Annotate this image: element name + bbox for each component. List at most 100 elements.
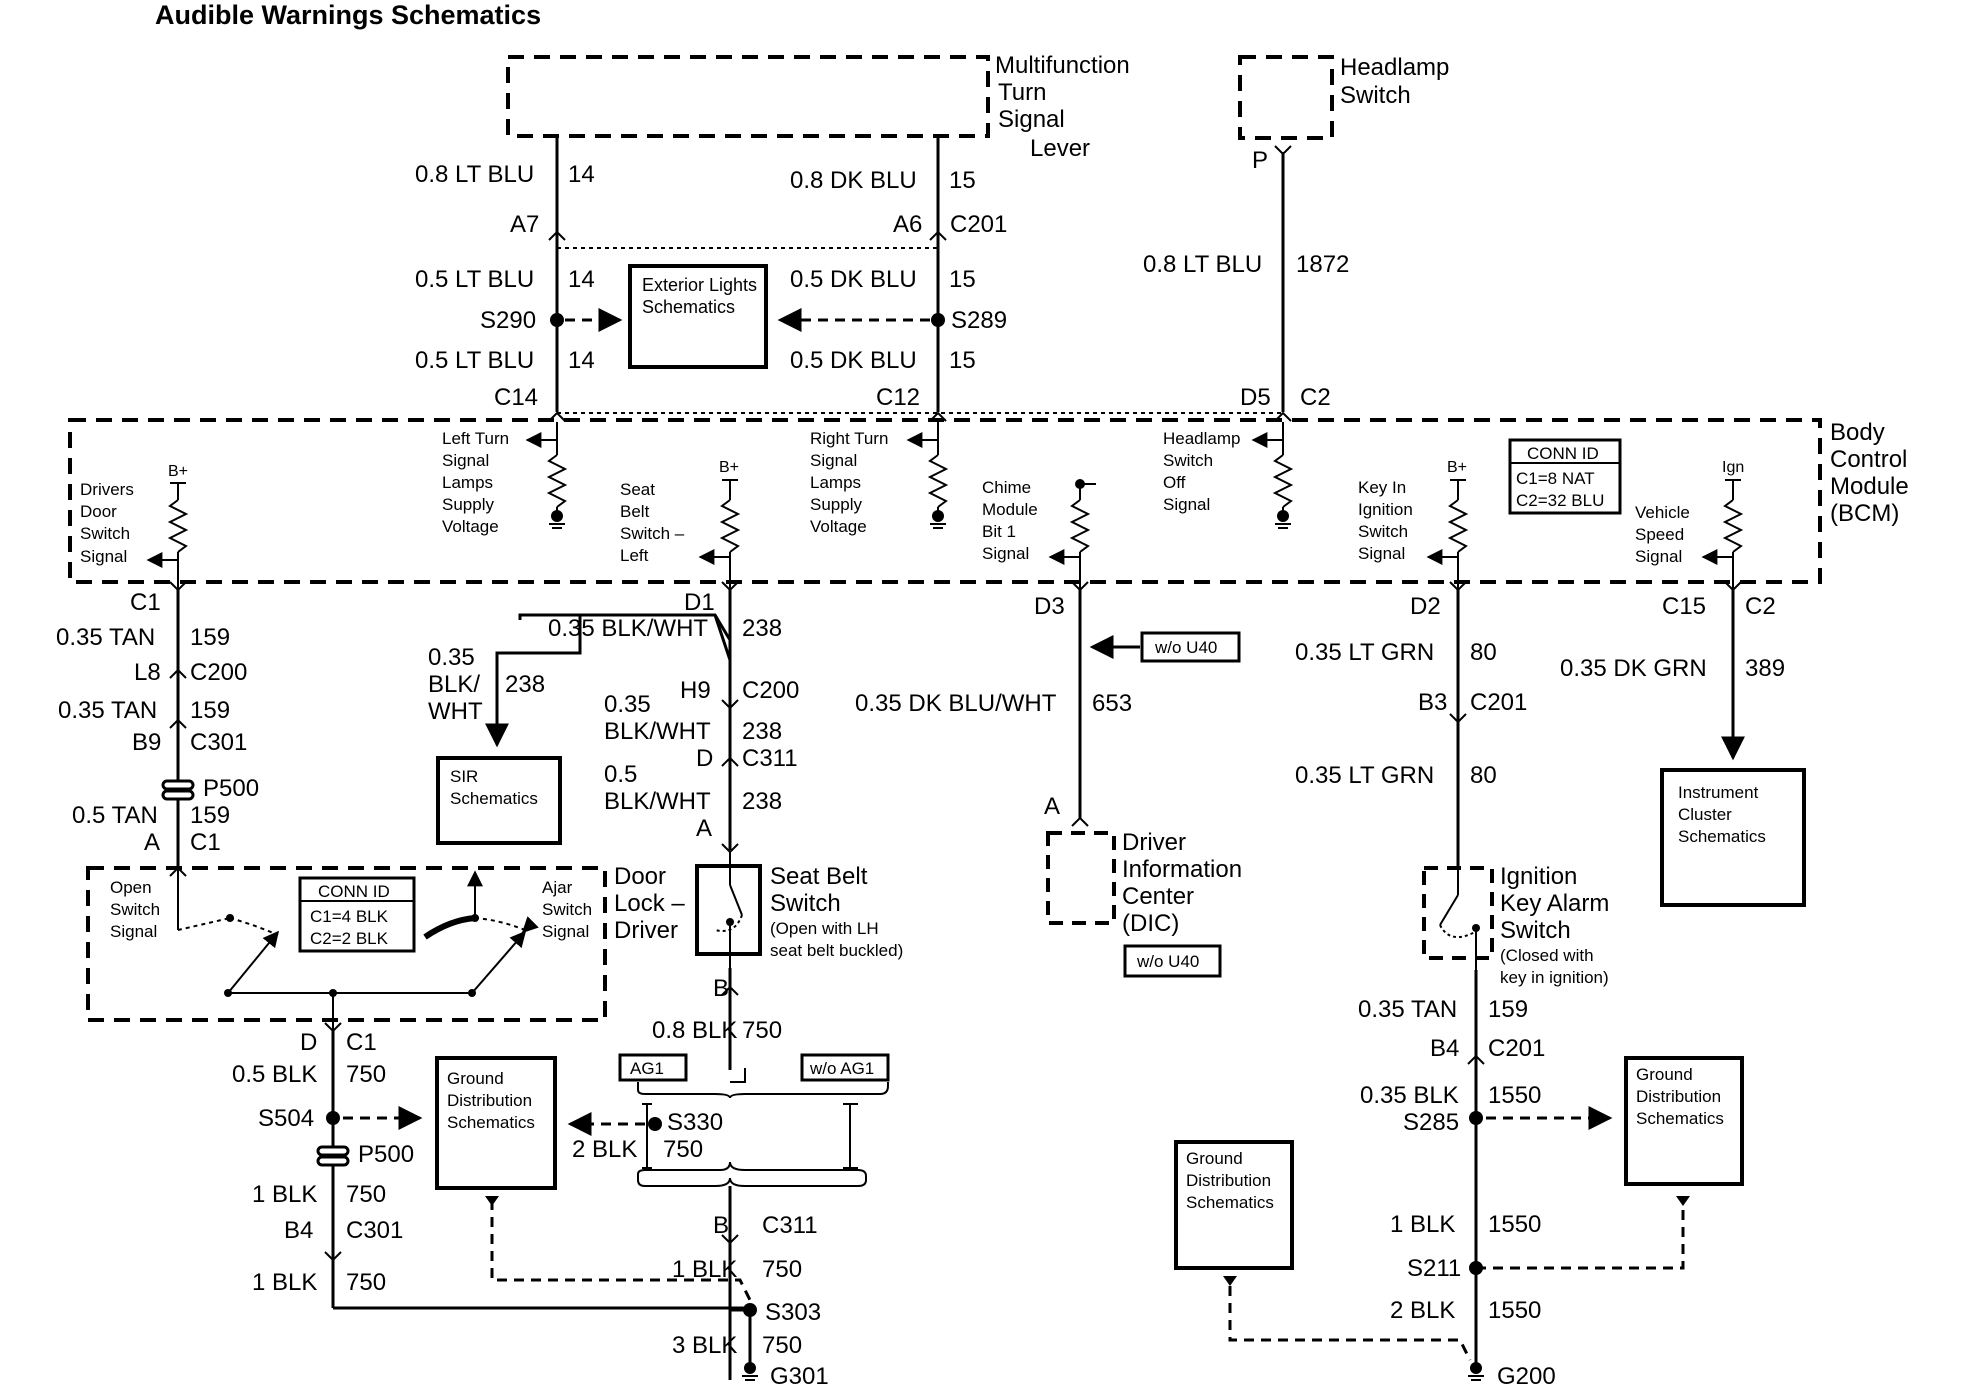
svg-text:C1: C1 <box>346 1029 377 1056</box>
svg-text:S211: S211 <box>1407 1255 1461 1282</box>
svg-text:D1: D1 <box>684 589 715 616</box>
svg-text:238: 238 <box>505 671 545 698</box>
svg-text:C301: C301 <box>190 729 247 756</box>
svg-text:G200: G200 <box>1497 1363 1556 1390</box>
svg-text:S290: S290 <box>480 307 536 334</box>
svg-text:CONN ID: CONN ID <box>1527 444 1599 463</box>
ignition-switch-mechanism <box>1439 868 1480 970</box>
svg-text:Signal: Signal <box>982 544 1029 563</box>
turn-lever-box <box>506 55 990 138</box>
svg-text:0.5 LT BLU: 0.5 LT BLU <box>415 347 534 374</box>
svg-text:(Open with LH: (Open with LH <box>770 919 879 938</box>
svg-text:Schematics: Schematics <box>1636 1109 1724 1128</box>
svg-text:Ground: Ground <box>447 1069 504 1088</box>
svg-text:1872: 1872 <box>1296 251 1349 278</box>
option-wo-ag1-label: w/o AG1 <box>809 1059 874 1078</box>
svg-text:BLK/: BLK/ <box>428 671 480 698</box>
seat-belt-switch-box <box>695 864 762 956</box>
svg-text:0.8 BLK: 0.8 BLK <box>652 1017 737 1044</box>
svg-text:P500: P500 <box>203 775 259 802</box>
svg-text:1 BLK: 1 BLK <box>672 1256 737 1283</box>
svg-text:Switch: Switch <box>542 900 592 919</box>
option-ag1-box <box>618 1053 688 1082</box>
svg-text:C12: C12 <box>876 384 920 411</box>
svg-text:750: 750 <box>762 1332 802 1359</box>
svg-text:0.35 LT GRN: 0.35 LT GRN <box>1295 639 1434 666</box>
svg-text:0.35 BLK: 0.35 BLK <box>1360 1082 1459 1109</box>
svg-text:B: B <box>713 1212 729 1239</box>
svg-text:BLK/WHT: BLK/WHT <box>604 788 711 815</box>
svg-text:0.5 BLK: 0.5 BLK <box>232 1061 317 1088</box>
door-conn-id-text: CONN ID C1=4 BLK C2=2 BLK <box>310 882 390 948</box>
svg-text:Driver: Driver <box>614 917 678 944</box>
speed-wire-labels: C15 C2 0.35 DK GRN 389 <box>1560 593 1785 682</box>
svg-text:3 BLK: 3 BLK <box>672 1332 737 1359</box>
g301-labels: B C311 1 BLK 750 S303 3 BLK 750 G301 <box>672 1212 829 1390</box>
svg-text:Ignition: Ignition <box>1358 500 1413 519</box>
svg-text:BLK/WHT: BLK/WHT <box>604 718 711 745</box>
svg-text:Center: Center <box>1122 883 1194 910</box>
svg-text:Signal: Signal <box>998 106 1065 133</box>
svg-text:C2: C2 <box>1300 384 1331 411</box>
svg-text:Switch: Switch <box>1500 917 1571 944</box>
door-switch-labels: Open Switch Signal Ajar Switch Signal <box>110 878 592 941</box>
svg-text:0.35: 0.35 <box>604 691 651 718</box>
svg-text:C1: C1 <box>190 829 221 856</box>
p500-connector-top <box>161 779 195 801</box>
svg-text:1 BLK: 1 BLK <box>1390 1211 1455 1238</box>
svg-text:Chime: Chime <box>982 478 1031 497</box>
headlamp-switch-label: Headlamp Switch <box>1340 54 1449 109</box>
svg-text:Exterior Lights: Exterior Lights <box>642 275 757 295</box>
bcm-label: Body Control Module (BCM) <box>1830 419 1909 527</box>
svg-text:Key In: Key In <box>1358 478 1406 497</box>
svg-text:Vehicle: Vehicle <box>1635 503 1690 522</box>
splice-s330-dot <box>648 1117 662 1131</box>
svg-text:B9: B9 <box>132 729 161 756</box>
door-ground-wire-labels: D C1 0.5 BLK 750 S504 P500 1 BLK 750 B4 … <box>232 1029 414 1296</box>
dic-box <box>1046 831 1116 925</box>
svg-text:389: 389 <box>1745 655 1785 682</box>
svg-text:C201: C201 <box>1488 1035 1545 1062</box>
ground-dist-box-3 <box>1624 1056 1744 1186</box>
svg-text:Switch –: Switch – <box>620 524 685 543</box>
svg-text:14: 14 <box>568 266 595 293</box>
svg-text:Lever: Lever <box>1030 135 1090 162</box>
svg-text:Drivers: Drivers <box>80 480 134 499</box>
bcm-vehicle-speed-circuit: Ign Vehicle Speed Signal <box>1635 459 1744 590</box>
svg-text:0.8 DK BLU: 0.8 DK BLU <box>790 167 917 194</box>
svg-text:Driver: Driver <box>1122 829 1186 856</box>
svg-text:B+: B+ <box>1447 459 1467 476</box>
seat-belt-switch-mechanism <box>714 852 743 968</box>
svg-text:Switch: Switch <box>1163 451 1213 470</box>
svg-text:0.35 DK GRN: 0.35 DK GRN <box>1560 655 1707 682</box>
svg-text:80: 80 <box>1470 639 1497 666</box>
option-ag1-label: AG1 <box>630 1059 664 1078</box>
svg-text:Schematics: Schematics <box>450 789 538 808</box>
svg-text:Signal: Signal <box>810 451 857 470</box>
svg-text:Left Turn: Left Turn <box>442 429 509 448</box>
svg-text:0.5 LT BLU: 0.5 LT BLU <box>415 266 534 293</box>
svg-text:Schematics: Schematics <box>1678 827 1766 846</box>
svg-text:D5: D5 <box>1240 384 1271 411</box>
svg-text:Voltage: Voltage <box>442 517 499 536</box>
svg-text:D: D <box>300 1029 317 1056</box>
turn-lever-label: Multifunction Turn Signal Lever <box>995 52 1130 162</box>
bcm-box <box>68 418 1822 584</box>
svg-text:C200: C200 <box>742 677 799 704</box>
instrument-cluster-box <box>1660 768 1806 907</box>
svg-text:C301: C301 <box>346 1217 403 1244</box>
svg-text:P500: P500 <box>358 1141 414 1168</box>
svg-text:Information: Information <box>1122 856 1242 883</box>
svg-text:Key Alarm: Key Alarm <box>1500 890 1609 917</box>
svg-text:1 BLK: 1 BLK <box>252 1181 317 1208</box>
splice-s504-dot <box>326 1111 340 1125</box>
svg-text:key in ignition): key in ignition) <box>1500 968 1609 987</box>
ground-dist-label-2: Ground Distribution Schematics <box>1186 1149 1274 1212</box>
ignition-ground-labels: 0.35 TAN 159 B4 C201 0.35 BLK 1550 S285 … <box>1358 996 1556 1390</box>
svg-text:Voltage: Voltage <box>810 517 867 536</box>
door-wire-labels: C1 0.35 TAN 159 L8 C200 0.35 TAN 159 B9 … <box>56 589 259 856</box>
option-wo-ag1-box <box>800 1053 890 1082</box>
seat-belt-switch-label: Seat Belt Switch (Open with LH seat belt… <box>770 863 903 960</box>
svg-text:C311: C311 <box>742 745 798 772</box>
svg-text:Door: Door <box>80 502 117 521</box>
